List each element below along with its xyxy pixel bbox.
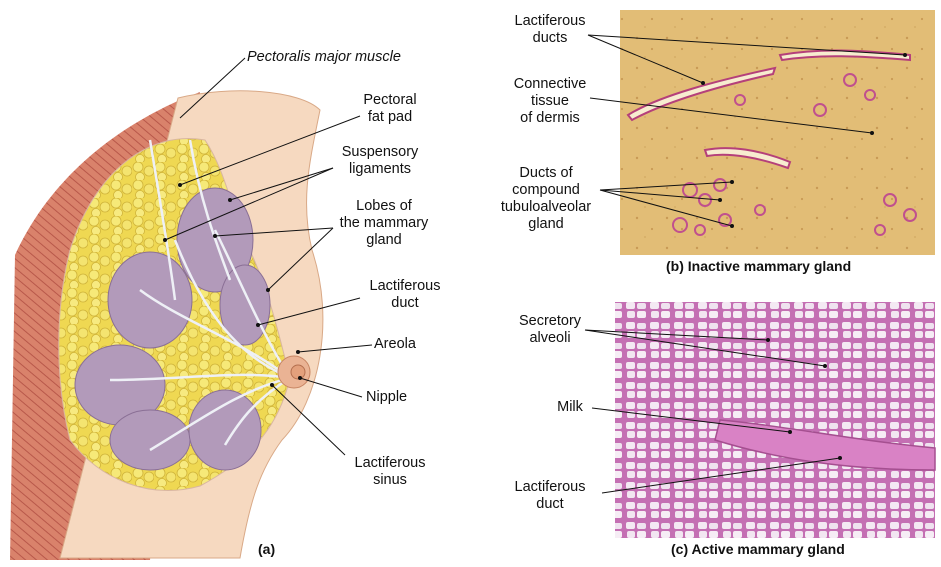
label-sinus-line2: sinus <box>373 472 407 488</box>
label-lactiferous-duct-c-line1: Lactiferous <box>514 479 586 495</box>
label-compound-line4: gland <box>528 216 564 232</box>
caption-panel-c: (c) Active mammary gland <box>671 541 845 557</box>
label-areola: Areola <box>374 336 416 352</box>
label-pectoralis: Pectoralis major muscle <box>247 49 401 65</box>
label-compound-line3: tubuloalveolar <box>500 199 592 215</box>
label-secretory-line1: Secretory <box>518 313 582 329</box>
label-connective-line3: of dermis <box>520 110 580 126</box>
label-lactiferous-ducts-line1: Lactiferous <box>514 13 586 29</box>
label-nipple: Nipple <box>366 389 408 405</box>
label-compound-line2: compound <box>512 182 580 198</box>
label-milk: Milk <box>557 399 583 415</box>
label-sinus-line1: Lactiferous <box>354 455 426 471</box>
label-compound-line1: Ducts of <box>519 165 573 181</box>
label-connective-line1: Connective <box>513 76 587 92</box>
label-suspensory-line2: ligaments <box>348 161 412 177</box>
milk-duct <box>714 419 936 471</box>
label-duct-line2: duct <box>391 295 419 311</box>
ducts-and-ligaments <box>109 139 292 452</box>
label-lactiferous-duct-c-line2: duct <box>536 496 564 512</box>
active-micrograph <box>615 302 936 538</box>
label-secretory-line2: alveoli <box>529 330 571 346</box>
nipple <box>290 364 306 380</box>
lobes <box>74 187 271 471</box>
label-lobes-line3: gland <box>366 232 402 248</box>
label-connective-line2: tissue <box>531 93 569 109</box>
caption-panel-b: (b) Inactive mammary gland <box>666 258 852 274</box>
label-lobes-line1: Lobes of <box>356 198 412 214</box>
breast-illustration <box>10 90 324 560</box>
label-fat-pad-line1: Pectoral <box>363 92 417 108</box>
inactive-micrograph <box>620 10 935 255</box>
leader-lines <box>163 34 907 494</box>
label-lactiferous-ducts-line2: ducts <box>532 30 568 46</box>
label-fat-pad-line2: fat pad <box>367 109 413 125</box>
caption-panel-a: (a) <box>258 541 276 557</box>
label-duct-line1: Lactiferous <box>369 278 441 294</box>
label-suspensory-line1: Suspensory <box>341 144 419 160</box>
label-lobes-line2: the mammary <box>339 215 429 231</box>
